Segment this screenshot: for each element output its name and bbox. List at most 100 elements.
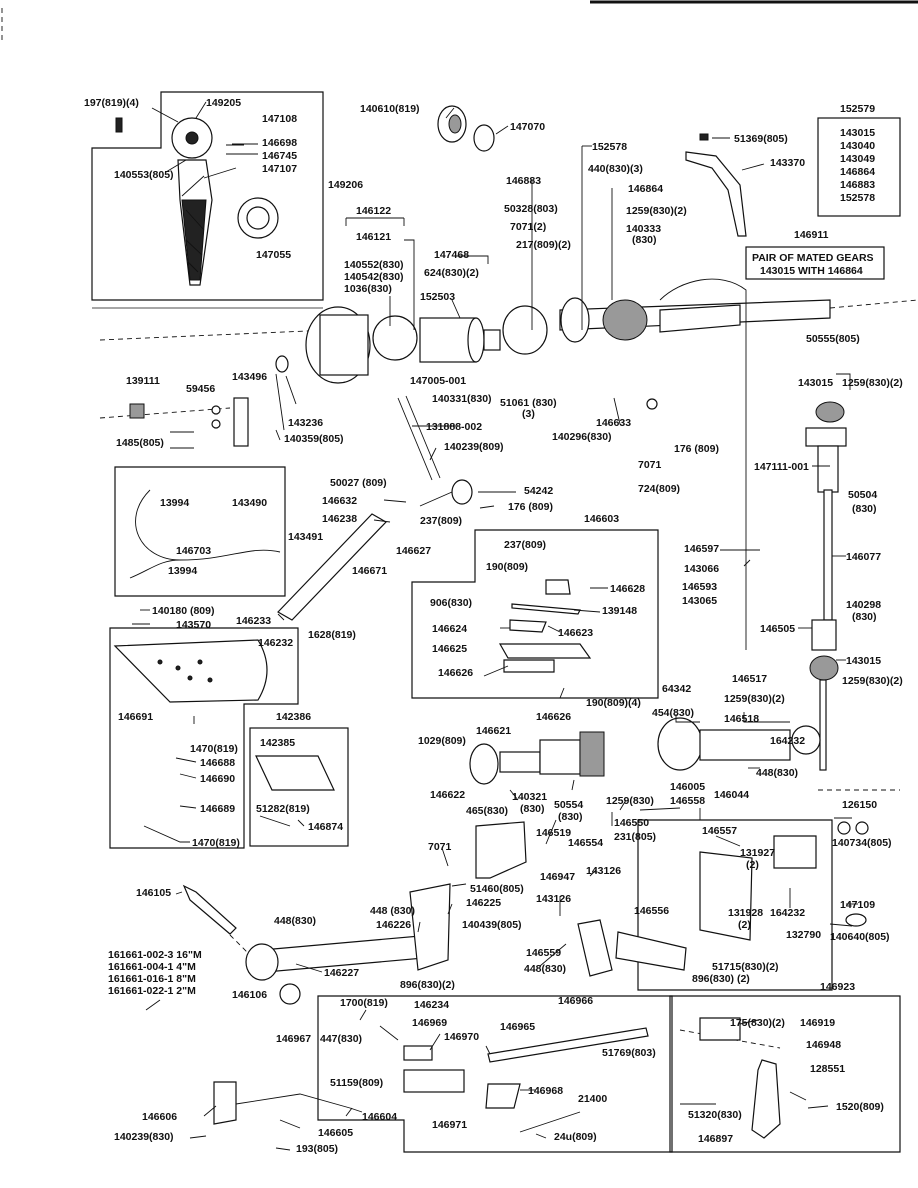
- label-13994a: 13994: [160, 497, 189, 509]
- label-146556: 146556: [634, 905, 669, 917]
- label-146603: 146603: [584, 513, 619, 525]
- label-147005: 147005-001: [410, 375, 466, 387]
- assembly-item: 152578: [840, 192, 875, 204]
- label-161661b: 161661-004-1 4"M: [108, 961, 196, 973]
- label-164232a: 164232: [770, 735, 805, 747]
- label-1470a: 1470(819): [190, 743, 238, 755]
- label-146970: 146970: [444, 1031, 479, 1043]
- assembly-item: 146883: [840, 179, 875, 191]
- label-190b: 190(809)(4): [586, 697, 641, 709]
- box-142386: [249, 727, 349, 847]
- label-146621: 146621: [476, 725, 511, 737]
- label-237b: 237(809): [504, 539, 546, 551]
- label-126150: 126150: [842, 799, 877, 811]
- label-146691: 146691: [118, 711, 153, 723]
- label-50328: 50328(803): [504, 203, 558, 215]
- label-146558: 146558: [670, 795, 705, 807]
- label-454: 454(830): [652, 707, 694, 719]
- label-624: 624(830)(2): [424, 267, 479, 279]
- label-1520: 1520(809): [836, 1101, 884, 1113]
- label-139111: 139111: [126, 375, 160, 387]
- label-161661d: 161661-022-1 2"M: [108, 985, 196, 997]
- label-448b: 448 (830): [370, 905, 415, 917]
- label-54242: 54242: [524, 485, 553, 497]
- label-1259-2c: 1259(830)(2): [842, 675, 903, 687]
- label-7071: 7071: [638, 459, 662, 471]
- box-146923: [669, 995, 901, 1153]
- label-143496: 143496: [232, 371, 267, 383]
- label-146919: 146919: [800, 1017, 835, 1029]
- label-140333: 140333: [626, 223, 661, 235]
- label-146627: 146627: [396, 545, 431, 557]
- label-146227: 146227: [324, 967, 359, 979]
- label-140239a: 140239(809): [444, 441, 504, 453]
- label-149206: 149206: [328, 179, 363, 191]
- label-146122: 146122: [356, 205, 391, 217]
- label-240: 24u(809): [554, 1131, 597, 1143]
- label-13994b: 13994: [168, 565, 197, 577]
- assembly-item: 143049: [840, 153, 875, 165]
- label-143126a: 143126: [586, 865, 621, 877]
- label-143126b: 143126: [536, 893, 571, 905]
- label-447: 447(830): [320, 1033, 362, 1045]
- label-140333b: (830): [632, 234, 657, 246]
- label-146622: 146622: [430, 789, 465, 801]
- label-143015a: 143015: [798, 377, 833, 389]
- box-146233: [109, 627, 299, 849]
- label-1259-2b: 1259(830)(2): [842, 377, 903, 389]
- label-146971: 146971: [432, 1119, 467, 1131]
- label-146226: 146226: [376, 919, 411, 931]
- label-140331: 140331(830): [432, 393, 492, 405]
- label-140734: 140734(805): [832, 837, 892, 849]
- label-146550: 146550: [614, 817, 649, 829]
- label-146225: 146225: [466, 897, 501, 909]
- label-146968: 146968: [528, 1085, 563, 1097]
- label-1485: 1485(805): [116, 437, 164, 449]
- label-140180: 140180 (809): [152, 605, 214, 617]
- label-146671: 146671: [352, 565, 387, 577]
- box-mated-gears: [745, 246, 885, 280]
- label-146624: 146624: [432, 623, 467, 635]
- label-161661a: 161661-002-3 16"M: [108, 949, 202, 961]
- label-7071b: 7071: [428, 841, 452, 853]
- label-50504: 50504: [848, 489, 877, 501]
- label-140610: 140610(819): [360, 103, 420, 115]
- label-146698: 146698: [262, 137, 297, 149]
- label-146947: 146947: [540, 871, 575, 883]
- label-146628: 146628: [610, 583, 645, 595]
- label-146234: 146234: [414, 999, 449, 1011]
- mated-gears-note-line2: 143015 WITH 146864: [760, 265, 863, 277]
- label-1259-2e: 1259(830): [606, 795, 654, 807]
- label-140239b: 140239(830): [114, 1131, 174, 1143]
- label-146689: 146689: [200, 803, 235, 815]
- label-1700: 1700(819): [340, 997, 388, 1009]
- label-143491: 143491: [288, 531, 323, 543]
- label-146605: 146605: [318, 1127, 353, 1139]
- box-146557: [637, 819, 833, 991]
- label-147108: 147108: [262, 113, 297, 125]
- label-131927: 131927: [740, 847, 775, 859]
- label-143570: 143570: [176, 619, 211, 631]
- lever-assembly-icon: [171, 117, 279, 286]
- label-50555: 50555(805): [806, 333, 860, 345]
- label-146883: 146883: [506, 175, 541, 187]
- label-51769: 51769(803): [602, 1047, 656, 1059]
- label-146604: 146604: [362, 1111, 397, 1123]
- label-1259-2d: 1259(830)(2): [724, 693, 785, 705]
- label-448a: 448(830): [756, 767, 798, 779]
- label-1628: 1628(819): [308, 629, 356, 641]
- label-146626b: 146626: [536, 711, 571, 723]
- label-140321: 140321: [512, 791, 547, 803]
- label-724: 724(809): [638, 483, 680, 495]
- label-140640: 140640(805): [830, 931, 890, 943]
- label-21400: 21400: [578, 1093, 607, 1105]
- label-140298b: (830): [852, 611, 877, 623]
- assembly-item: 143040: [840, 140, 875, 152]
- label-143490: 143490: [232, 497, 267, 509]
- label-51369: 51369(805): [734, 133, 788, 145]
- label-146923: 146923: [820, 981, 855, 993]
- label-465: 465(830): [466, 805, 508, 817]
- label-146625: 146625: [432, 643, 467, 655]
- label-146897: 146897: [698, 1133, 733, 1145]
